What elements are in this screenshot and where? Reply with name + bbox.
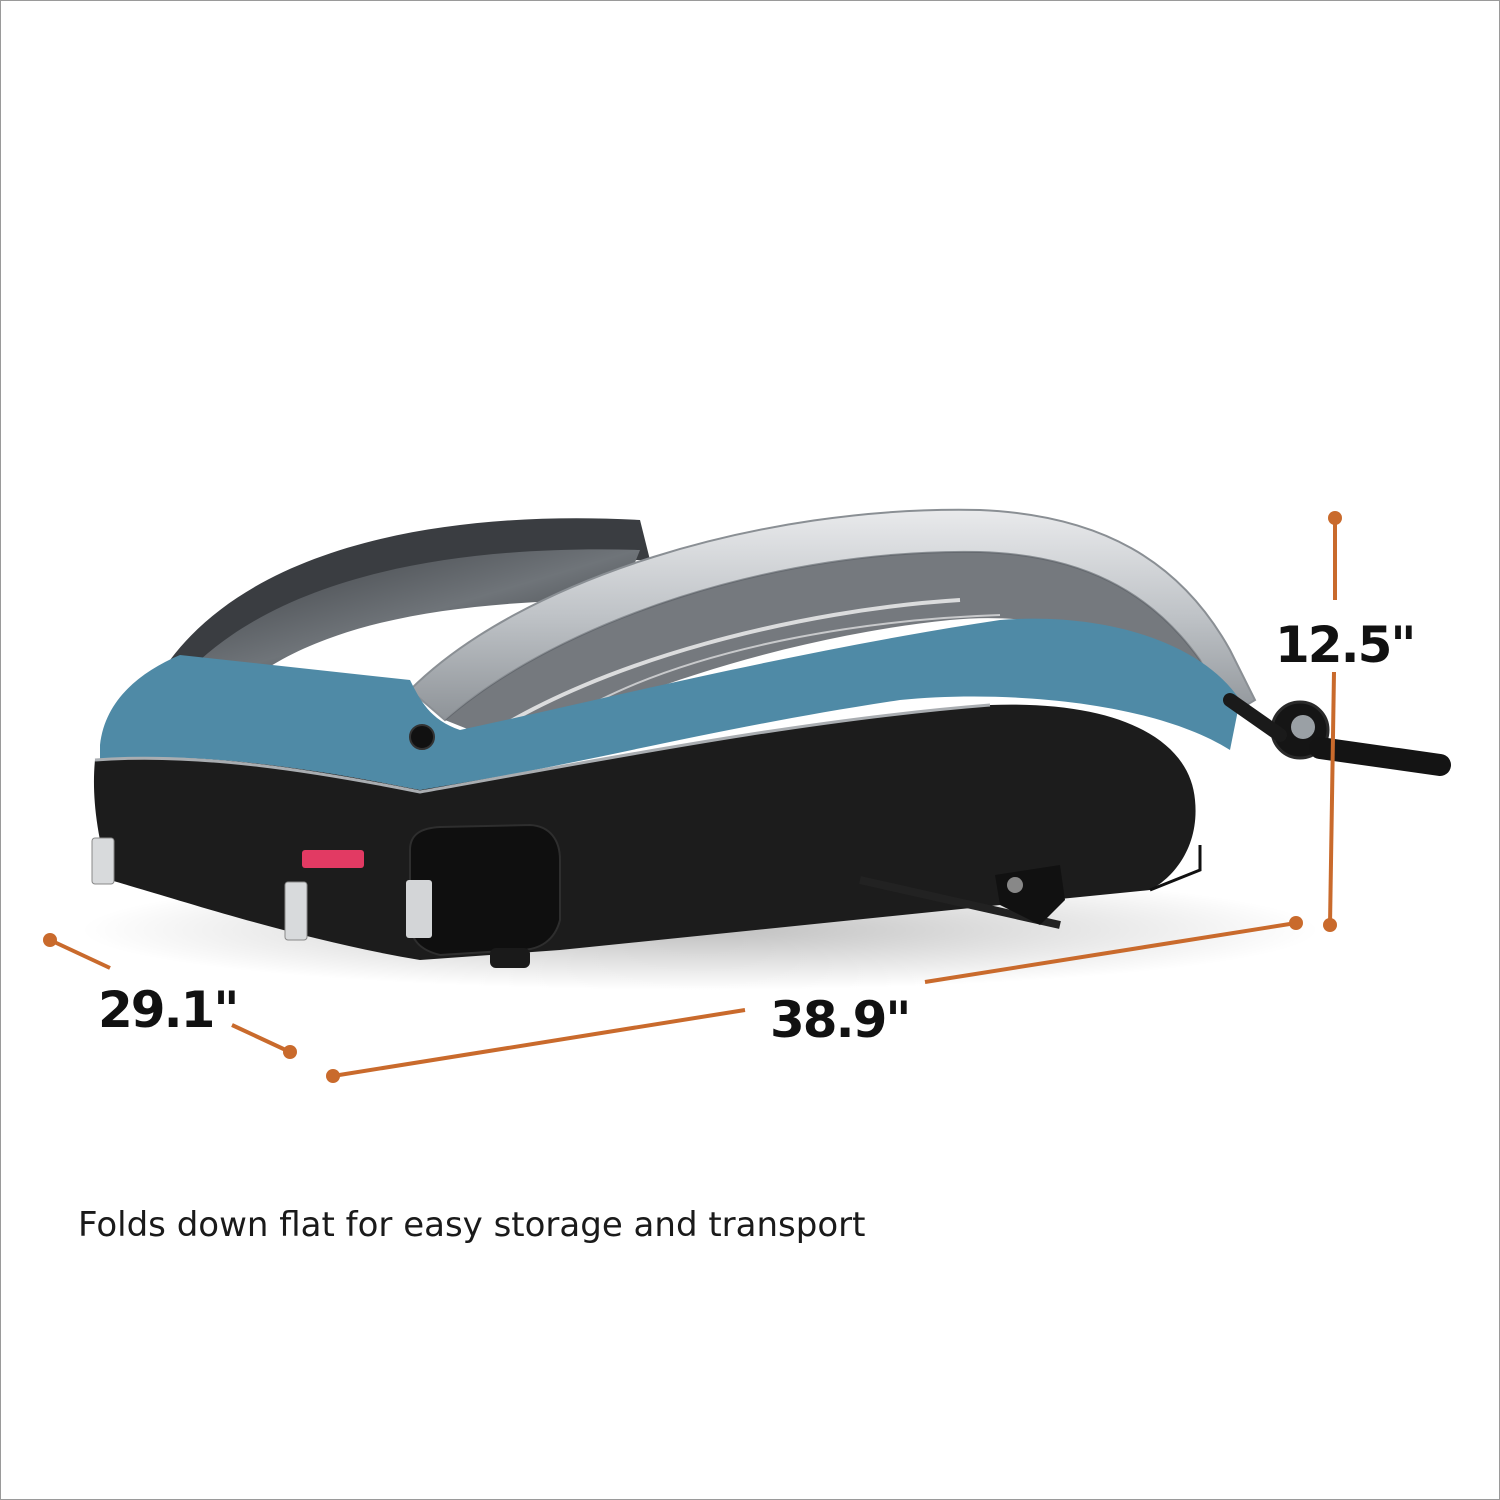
length-line-left (332, 1008, 746, 1078)
depth-dimension-label: 29.1" (98, 981, 239, 1039)
tow-arm-handle (1309, 737, 1451, 776)
rear-window-mesh (200, 549, 640, 680)
blue-fabric-panel (100, 618, 1240, 790)
length-line-right (924, 921, 1297, 984)
hub-reflector (406, 880, 432, 938)
pink-pull-tab (302, 850, 364, 868)
depth-line-top (49, 938, 111, 970)
dimension-lines (43, 511, 1342, 1083)
clear-rain-cover (445, 551, 1225, 750)
depth-line-bottom (231, 1023, 291, 1054)
height-dimension-label: 12.5" (1275, 616, 1416, 674)
hinge-knob (1291, 715, 1315, 739)
reflective-trim (94, 703, 991, 794)
wheel-hub-mount (409, 823, 561, 957)
snap-button (409, 724, 435, 750)
foot-peg (490, 948, 530, 968)
product-caption: Folds down flat for easy storage and tra… (78, 1205, 866, 1245)
reflector-center (284, 881, 308, 941)
length-dimension-label: 38.9" (770, 991, 911, 1049)
reflector-left (91, 837, 115, 885)
height-line-bottom (1328, 671, 1336, 926)
